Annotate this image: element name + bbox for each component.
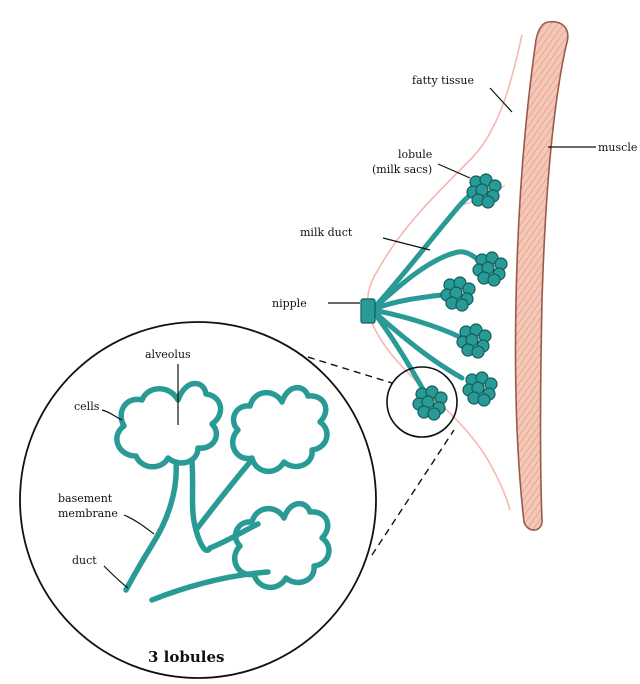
cells-label: cells bbox=[74, 400, 100, 413]
milk-sacs-label: (milk sacs) bbox=[372, 163, 432, 176]
lobule-cluster bbox=[413, 386, 447, 420]
muscle-label: muscle bbox=[598, 141, 637, 154]
membrane-label: membrane bbox=[58, 507, 118, 520]
alveolus-label: alveolus bbox=[145, 348, 191, 361]
milk-duct-label: milk duct bbox=[300, 226, 353, 239]
lobule-label: lobule bbox=[398, 148, 432, 161]
nipple-label: nipple bbox=[272, 297, 307, 310]
fatty-tissue-label: fatty tissue bbox=[412, 74, 474, 87]
zoom-line-bottom bbox=[372, 430, 454, 555]
lobule-cluster bbox=[467, 174, 501, 208]
milk-duct-leader bbox=[383, 238, 430, 250]
basement-label: basement bbox=[58, 492, 113, 505]
lobule-cluster bbox=[473, 252, 507, 286]
lobule-cluster bbox=[457, 324, 491, 358]
nipple bbox=[361, 299, 375, 323]
lobule-cluster bbox=[463, 372, 497, 406]
lobule-cluster bbox=[441, 277, 475, 311]
duct-label: duct bbox=[72, 554, 97, 567]
lobules-caption: 3 lobules bbox=[148, 648, 224, 666]
muscle-band bbox=[515, 22, 567, 530]
